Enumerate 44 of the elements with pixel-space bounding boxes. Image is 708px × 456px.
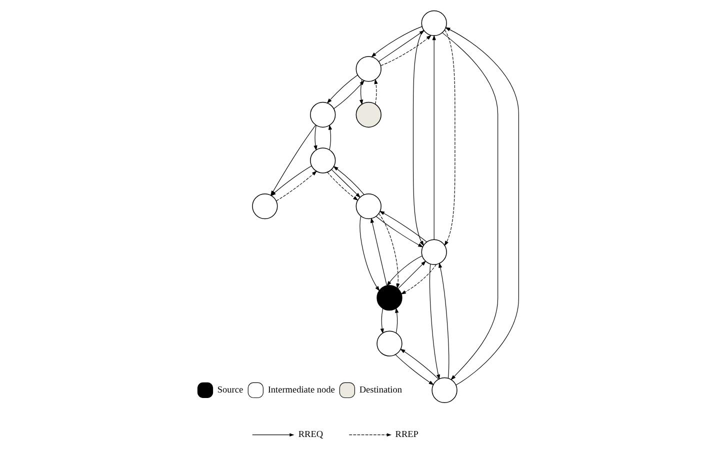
node-circle [376,330,402,356]
legend-label: Destination [359,385,402,396]
node-circle [421,10,447,36]
arrow [444,30,456,246]
node-circle [252,193,278,220]
arrow [398,260,426,289]
arrow [359,79,364,105]
arrow [334,80,365,109]
arrow [378,213,400,289]
arrow [276,170,318,202]
arrow [442,32,498,380]
arrow [432,34,436,240]
arrow [380,308,384,334]
legend-label: Intermediate node [268,385,335,396]
arrow [378,30,425,62]
arrow [374,78,378,104]
arrow [371,26,422,58]
arrow [438,262,450,378]
legend-label: RREQ [298,430,324,440]
arrow [314,125,318,151]
node-circle [356,102,382,128]
legend-label: Source [217,385,244,396]
arrow [376,216,424,248]
arrow [360,216,380,292]
arrow [412,30,424,246]
arrow [400,348,439,380]
node-circle [432,377,458,404]
node-circle [376,284,402,311]
arrow [430,264,440,380]
arrow [395,354,434,386]
node-circle [356,56,382,82]
arrow [444,27,519,386]
arrow [386,256,422,286]
arrow [370,218,388,286]
node-circle [310,102,336,128]
arrow [400,264,437,294]
arrow [380,34,432,66]
arrow [327,172,358,201]
arrow [326,74,358,104]
arrow [395,308,399,334]
legend-label: RREP [395,430,418,440]
arrow [379,210,427,242]
arrow [328,124,332,150]
node-circle [310,148,336,174]
